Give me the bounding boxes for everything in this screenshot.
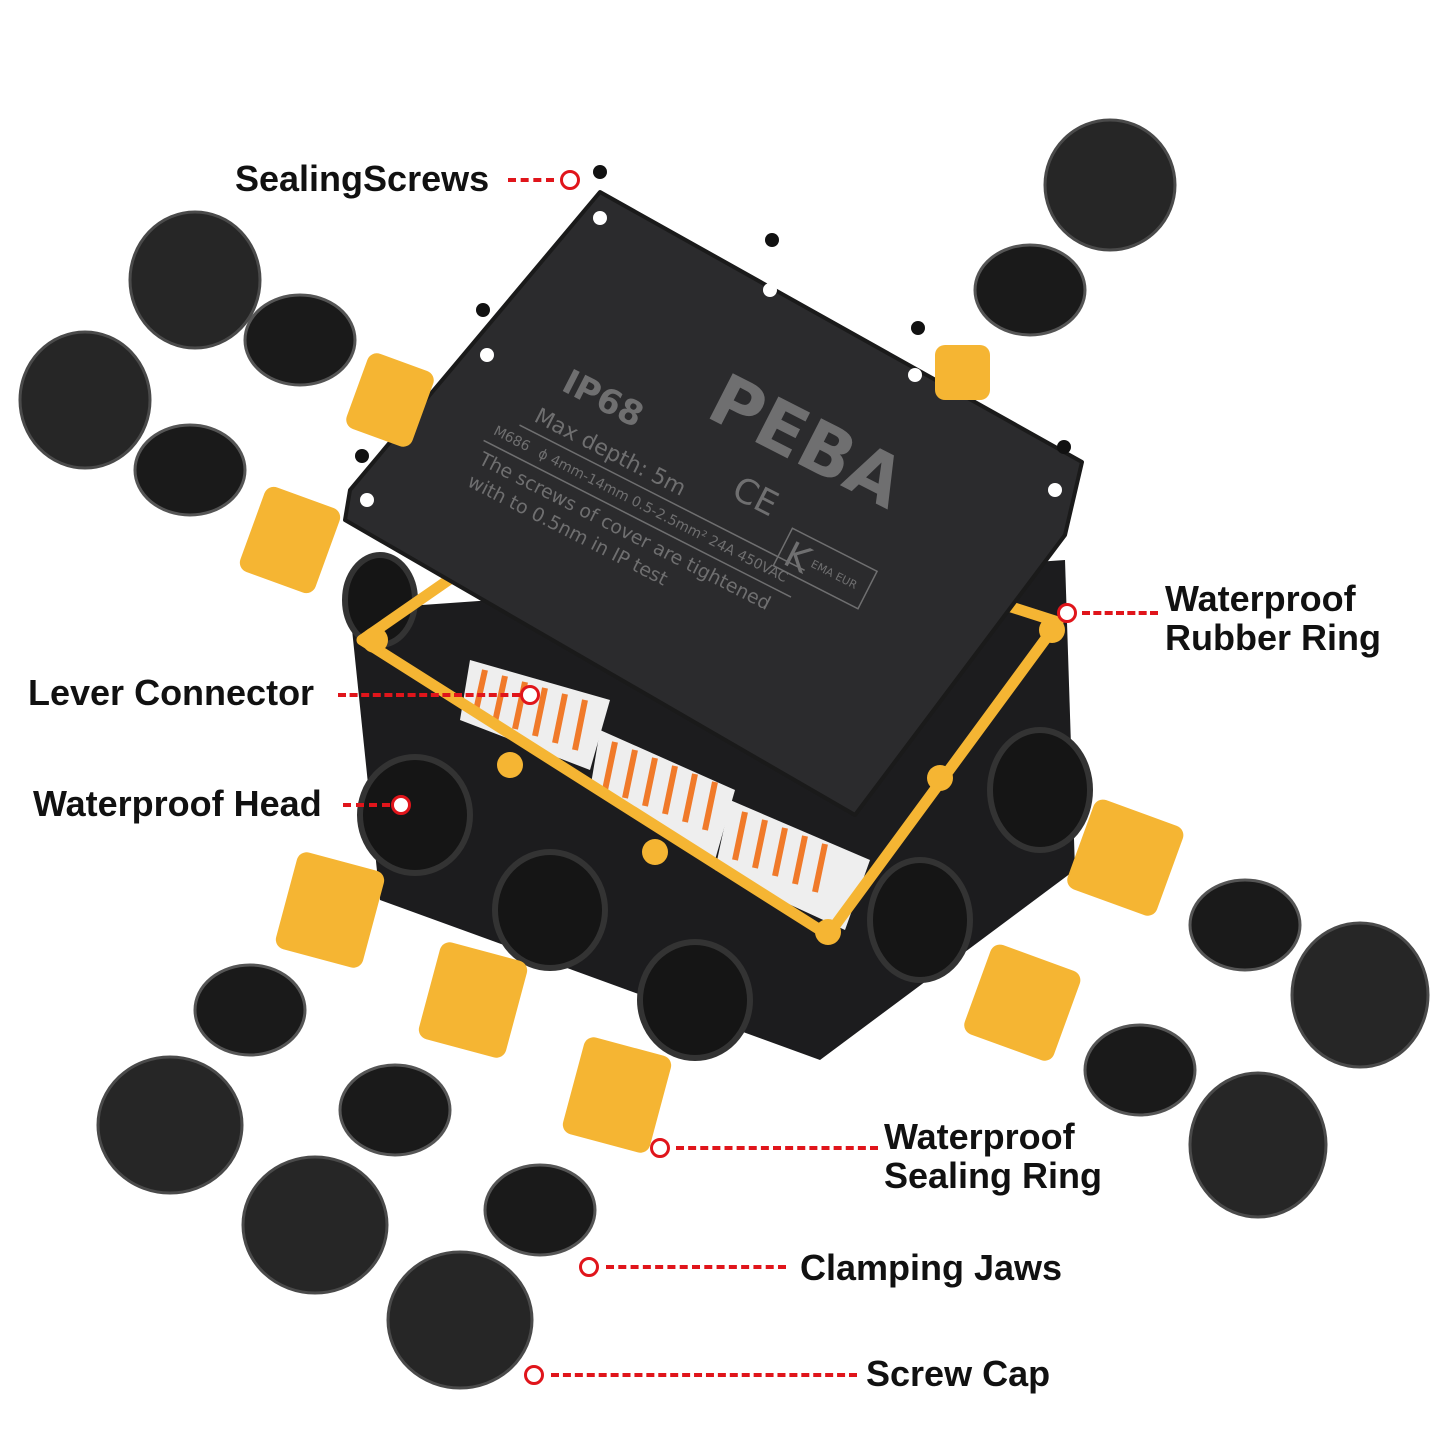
waterproof-sealing-rings xyxy=(239,345,1184,1153)
sealing-screws xyxy=(355,165,1071,463)
label-screw-cap: Screw Cap xyxy=(866,1353,1051,1394)
label-lever-connector: Lever Connector xyxy=(28,672,315,713)
leader-clamping-jaws xyxy=(606,1265,786,1269)
lever-connectors xyxy=(460,660,870,930)
label-rubber-ring-2: Rubber Ring xyxy=(1165,617,1381,658)
marker-rubber-ring xyxy=(1057,603,1077,623)
label-clamping-jaws: Clamping Jaws xyxy=(800,1247,1063,1288)
label-waterproof-head: Waterproof Head xyxy=(33,783,322,824)
label-sealing-screws: SealingScrews xyxy=(235,158,490,199)
leader-screw-cap xyxy=(551,1373,857,1377)
leader-lever-connector xyxy=(338,693,520,697)
marker-sealing-ring xyxy=(650,1138,670,1158)
leader-sealing-screws xyxy=(508,178,554,182)
marker-clamping-jaws xyxy=(579,1257,599,1277)
box-cover xyxy=(343,190,1084,817)
leader-sealing-ring xyxy=(676,1146,878,1150)
marker-sealing-screws xyxy=(560,170,580,190)
label-sealing-ring-2: Sealing Ring xyxy=(884,1155,1103,1196)
marker-lever-connector xyxy=(520,685,540,705)
label-rubber-ring-1: Waterproof xyxy=(1165,578,1356,619)
leader-waterproof-head xyxy=(343,803,390,807)
clamping-jaws xyxy=(133,243,1302,1257)
screw-caps xyxy=(18,118,1430,1390)
waterproof-heads xyxy=(342,552,1093,1061)
cover-screw-holes xyxy=(360,211,1062,507)
label-sealing-ring-1: Waterproof xyxy=(884,1116,1075,1157)
marker-screw-cap xyxy=(524,1365,544,1385)
marker-waterproof-head xyxy=(391,795,411,815)
leader-rubber-ring xyxy=(1082,611,1158,615)
